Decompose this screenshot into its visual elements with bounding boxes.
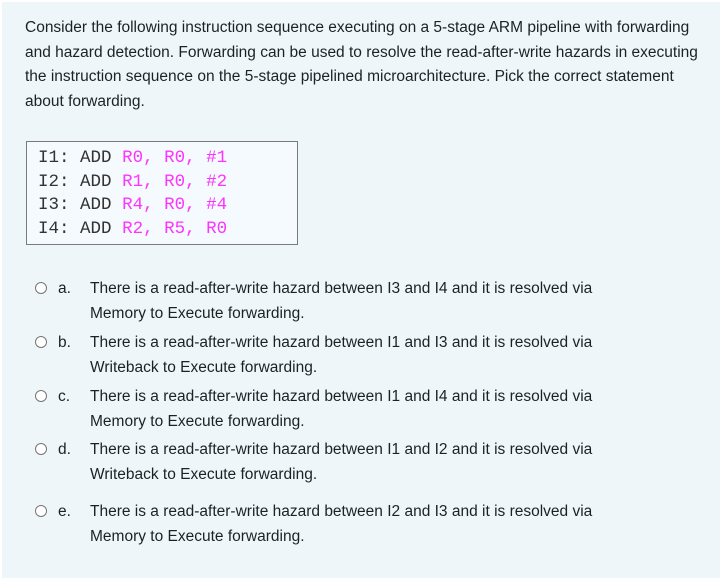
radio-button-b[interactable] <box>35 336 47 348</box>
option-a[interactable]: a. There is a read-after-write hazard be… <box>35 277 685 326</box>
instruction-label: I3: <box>38 195 70 215</box>
code-line-i4: I4: ADD R2, R5, R0 <box>38 218 297 242</box>
instruction-operands: R4, R0, #4 <box>122 195 228 215</box>
instruction-operands: R0, R0, #1 <box>122 148 228 168</box>
instruction-operands: R2, R5, R0 <box>122 218 228 239</box>
option-text[interactable]: There is a read-after-write hazard betwe… <box>90 280 593 322</box>
option-text[interactable]: There is a read-after-write hazard betwe… <box>90 334 593 376</box>
question-prompt: Consider the following instruction seque… <box>25 19 698 110</box>
code-line-i3: I3: ADD R4, R0, #4 <box>38 194 297 218</box>
instruction-opcode: ADD <box>80 171 112 192</box>
option-text[interactable]: There is a read-after-write hazard betwe… <box>90 388 593 430</box>
instruction-label: I2: <box>38 171 70 192</box>
radio-button-a[interactable] <box>35 282 47 294</box>
option-letter: b. <box>58 334 71 351</box>
instruction-operands: R1, R0, #2 <box>122 171 228 192</box>
option-text[interactable]: There is a read-after-write hazard betwe… <box>90 441 593 483</box>
code-line-i1: I1: ADD R0, R0, #1 <box>38 147 297 171</box>
option-c[interactable]: c. There is a read-after-write hazard be… <box>35 385 685 434</box>
instruction-label: I1: <box>38 148 70 168</box>
instruction-opcode: ADD <box>80 195 112 215</box>
option-letter: a. <box>58 280 71 297</box>
option-text[interactable]: There is a read-after-write hazard betwe… <box>90 503 593 545</box>
option-letter: e. <box>58 503 71 520</box>
instruction-opcode: ADD <box>80 218 112 239</box>
option-letter: c. <box>58 388 71 405</box>
radio-button-e[interactable] <box>35 505 47 517</box>
code-line-i2: I2: ADD R1, R0, #2 <box>38 171 297 195</box>
option-letter: d. <box>58 441 71 458</box>
instruction-label: I4: <box>38 218 70 239</box>
option-b[interactable]: b. There is a read-after-write hazard be… <box>35 331 685 380</box>
instruction-opcode: ADD <box>80 148 112 168</box>
option-d[interactable]: d. There is a read-after-write hazard be… <box>35 438 685 487</box>
option-e[interactable]: e. There is a read-after-write hazard be… <box>35 500 685 549</box>
radio-button-d[interactable] <box>35 443 47 455</box>
radio-button-c[interactable] <box>35 390 47 402</box>
code-block: I1: ADD R0, R0, #1 I2: ADD R1, R0, #2 I3… <box>26 141 298 245</box>
